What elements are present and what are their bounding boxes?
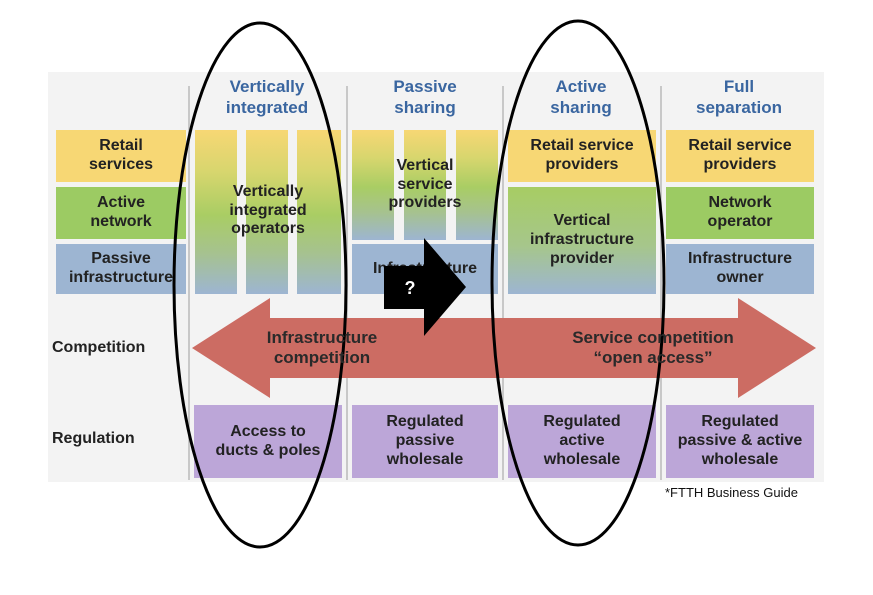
row-label-line: infrastructure (68, 269, 174, 286)
cell-line: Vertically (232, 182, 304, 200)
cell-line: passive & active (677, 432, 803, 450)
cell-line: integrated (229, 201, 307, 219)
vertical-pillar (352, 130, 394, 240)
active-sharing-ellipse (490, 19, 666, 547)
column-header-line: Vertically (229, 77, 305, 96)
competition-label: Competition (52, 339, 146, 356)
network-operator: Network operator (666, 187, 814, 239)
row-label-line: Passive (91, 250, 151, 268)
cell-line: operators (231, 220, 305, 238)
vertically-integrated-operators-label: Vertically integrated operators (195, 176, 341, 246)
arrow-text-line: Infrastructure (266, 328, 378, 347)
vertical-pillar (456, 130, 498, 240)
cell-line: Network (708, 194, 772, 212)
column-separator (188, 86, 190, 480)
arrow-text-line: competition (273, 348, 371, 368)
cell-line: Retail service (530, 137, 634, 155)
question-arrow (384, 238, 466, 336)
column-header-line: Active (555, 77, 607, 96)
cell-line: providers (388, 194, 462, 212)
column-header-active-sharing: Active sharing (506, 76, 656, 119)
cell-line: owner (716, 269, 764, 286)
vertical-pillar (246, 130, 288, 294)
cell-line: providers (545, 156, 619, 173)
cell-line: operator (707, 213, 773, 230)
cell-line: Regulated (386, 413, 464, 431)
vertically-integrated-ellipse (172, 21, 348, 549)
column-header-passive-sharing: Passive sharing (350, 76, 500, 119)
regulation-passive-active-wholesale: Regulated passive & active wholesale (666, 405, 814, 478)
infrastructure-owner: Infrastructure owner (666, 244, 814, 294)
service-competition-text: Service competition “open access” (556, 328, 750, 368)
row-label-line: Active (96, 194, 146, 212)
arrow-text-line: “open access” (593, 348, 713, 368)
column-header-line: Passive (393, 77, 457, 96)
active-sharing-retail-service-providers: Retail service providers (508, 130, 656, 182)
full-separation-retail-service-providers: Retail service providers (666, 130, 814, 182)
cell-line: Access to (230, 422, 306, 440)
vertical-pillar (404, 130, 446, 240)
row-label-line: network (90, 213, 152, 230)
cell-line: passive (395, 432, 455, 450)
column-header-line: sharing (550, 98, 612, 118)
infrastructure-competition-text: Infrastructure competition (252, 328, 392, 368)
row-label-line: Retail (99, 137, 143, 155)
cell-line: wholesale (386, 450, 464, 468)
column-header-line: integrated (225, 98, 309, 118)
cell-line: Infrastructure (687, 250, 793, 268)
column-separator (660, 86, 662, 480)
regulation-label: Regulation (52, 430, 135, 447)
column-header-full-separation: Full separation (664, 76, 814, 119)
column-header-line: separation (696, 98, 782, 118)
cell-line: Retail service (688, 137, 792, 155)
vertical-service-providers-label: Vertical service providers (352, 150, 498, 220)
cell-line: ducts & poles (215, 441, 321, 459)
arrow-text-line: Service competition (572, 328, 734, 347)
cell-line: provider (549, 249, 614, 267)
vertical-infrastructure-provider: Vertical infrastructure provider (508, 187, 656, 294)
cell-line: wholesale (701, 450, 779, 468)
cell-line: Regulated (543, 413, 621, 431)
column-separator (502, 86, 504, 480)
cell-line: active (559, 432, 605, 450)
footnote: *FTTH Business Guide (665, 485, 798, 500)
cell-line: wholesale (543, 450, 621, 468)
cell-line: Vertical (553, 212, 611, 230)
cell-line: infrastructure (529, 231, 635, 249)
column-header-line: Full (723, 77, 755, 96)
cell-line: service (397, 175, 453, 193)
question-mark: ? (404, 277, 416, 298)
column-header-vertically-integrated: Vertically integrated (192, 76, 342, 119)
regulation-access-to-ducts-poles: Access to ducts & poles (194, 405, 342, 478)
column-header-line: sharing (394, 98, 456, 118)
row-label-line: services (88, 156, 154, 173)
regulation-active-wholesale: Regulated active wholesale (508, 405, 656, 478)
vertical-pillar (195, 130, 237, 294)
cell-line: providers (703, 156, 777, 173)
cell-line: Regulated (701, 413, 779, 431)
cell-line: Vertical (396, 156, 454, 174)
regulation-passive-wholesale: Regulated passive wholesale (352, 405, 498, 478)
